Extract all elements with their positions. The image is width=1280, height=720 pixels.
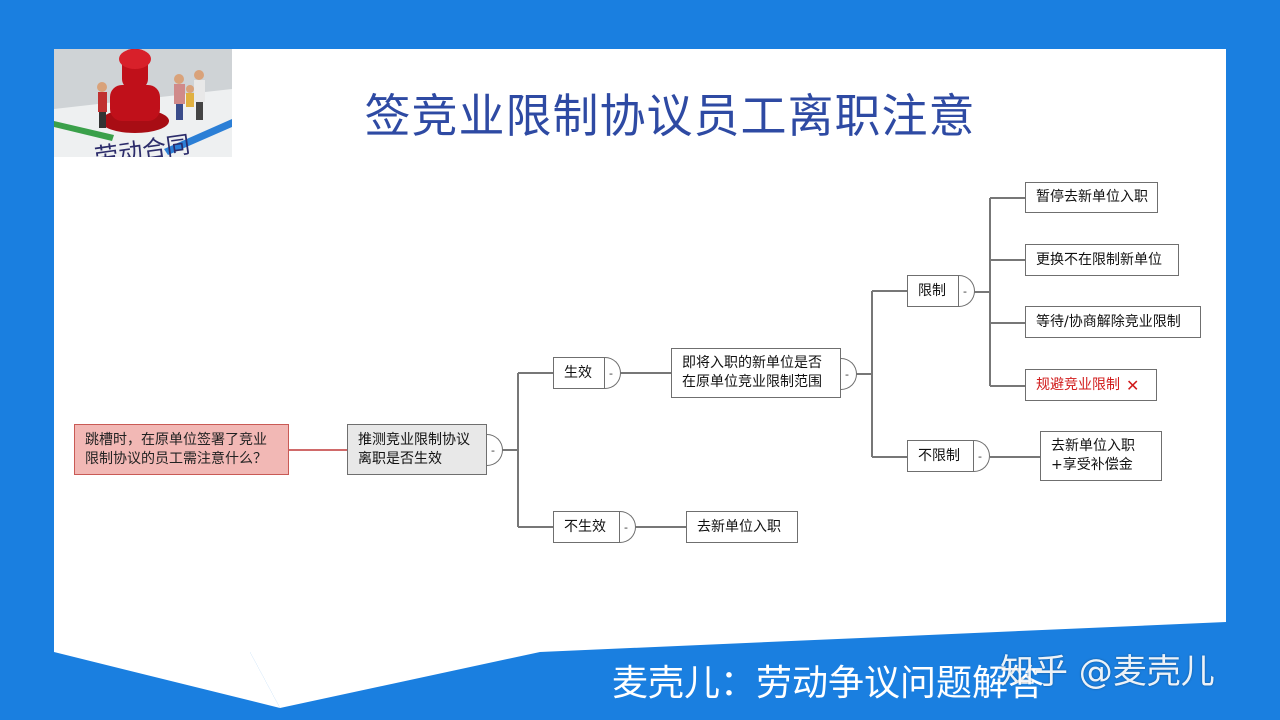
- mindmap-option-wait-label: 等待/协商解除竞业限制: [1036, 313, 1181, 330]
- collapse-toggle-symbol: -: [845, 367, 849, 381]
- mindmap-node-restricted[interactable]: 限制: [907, 275, 959, 307]
- watermark: 知乎 @麦壳儿: [1000, 652, 1215, 692]
- mindmap-node-goto-new[interactable]: 去新单位入职: [686, 511, 798, 543]
- mindmap-node-not-restricted[interactable]: 不限制: [907, 440, 974, 472]
- mindmap-node-result-label: 去新单位入职+享受补偿金: [1051, 438, 1135, 473]
- mindmap-node-effective[interactable]: 生效: [553, 357, 605, 389]
- collapse-toggle-symbol: -: [978, 449, 982, 463]
- mindmap-option-wait[interactable]: 等待/协商解除竞业限制: [1025, 306, 1201, 338]
- mindmap-node-effectiveness[interactable]: 推测竞业限制协议离职是否生效: [347, 424, 487, 475]
- collapse-toggle-symbol: -: [609, 366, 613, 380]
- footer-caption: 麦壳儿：劳动争议问题解答: [612, 663, 1045, 704]
- mindmap-node-restricted-label: 限制: [918, 282, 946, 299]
- mindmap-root[interactable]: 跳槽时，在原单位签署了竞业限制协议的员工需注意什么？: [74, 424, 289, 475]
- mindmap-node-goto-new-label: 去新单位入职: [697, 518, 781, 535]
- mindmap-option-pause[interactable]: 暂停去新单位入职: [1025, 182, 1158, 213]
- mindmap-node-question-label: 即将入职的新单位是否在原单位竞业限制范围: [682, 355, 822, 390]
- mindmap-option-change[interactable]: 更换不在限制新单位: [1025, 244, 1179, 276]
- mindmap-option-change-label: 更换不在限制新单位: [1036, 251, 1162, 268]
- collapse-toggle-symbol: -: [624, 520, 628, 534]
- mindmap-option-evade-label: 规避竞业限制: [1036, 376, 1120, 393]
- contract-photo: 劳动合同: [54, 49, 232, 157]
- collapse-toggle-symbol: -: [491, 443, 495, 457]
- mindmap-node-not-restricted-label: 不限制: [918, 447, 960, 464]
- mindmap-root-label: 跳槽时，在原单位签署了竞业限制协议的员工需注意什么？: [85, 431, 267, 467]
- mindmap-node-result[interactable]: 去新单位入职+享受补偿金: [1040, 431, 1162, 481]
- mindmap-node-not-effective-label: 不生效: [564, 518, 606, 535]
- mindmap-option-evade[interactable]: 规避竞业限制 ✕: [1025, 369, 1157, 401]
- page-title: 签竞业限制协议员工离职注意: [364, 89, 976, 143]
- mindmap-node-effectiveness-label: 推测竞业限制协议离职是否生效: [358, 431, 470, 467]
- mindmap-node-effective-label: 生效: [564, 364, 592, 381]
- mindmap-option-pause-label: 暂停去新单位入职: [1036, 189, 1148, 205]
- collapse-toggle-symbol: -: [963, 284, 967, 298]
- mindmap-node-not-effective[interactable]: 不生效: [553, 511, 620, 543]
- mindmap-node-question[interactable]: 即将入职的新单位是否在原单位竞业限制范围: [671, 348, 841, 398]
- cross-icon: ✕: [1126, 375, 1140, 395]
